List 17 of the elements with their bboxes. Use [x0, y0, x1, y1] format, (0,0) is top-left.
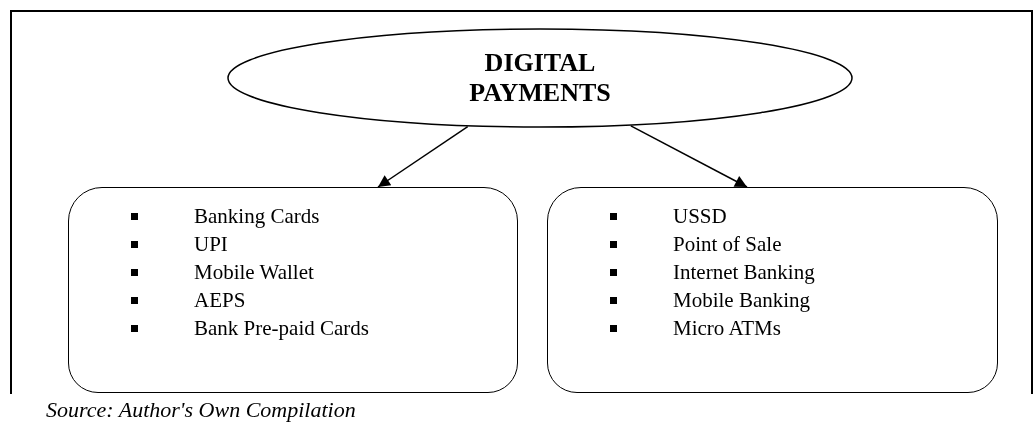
caption: Source: Author's Own Compilation	[46, 397, 356, 423]
ellipse-node	[227, 28, 853, 128]
list-item: Point of Sale	[673, 231, 783, 258]
list-item: Internet Banking	[673, 259, 816, 286]
arrow	[630, 125, 748, 188]
list-item: USSD	[673, 203, 728, 230]
list-item: Bank Pre-paid Cards	[194, 315, 370, 342]
list-box	[547, 187, 998, 393]
list-item: Banking Cards	[194, 203, 321, 230]
list-item: Mobile Wallet	[194, 259, 315, 286]
list-item: UPI	[194, 231, 229, 258]
list-item: Mobile Banking	[673, 287, 812, 314]
list-item: AEPS	[194, 287, 247, 314]
arrow	[377, 125, 469, 188]
list-item: Micro ATMs	[673, 315, 782, 342]
list-box	[68, 187, 518, 393]
node-title: DIGITAL PAYMENTS	[468, 48, 612, 108]
